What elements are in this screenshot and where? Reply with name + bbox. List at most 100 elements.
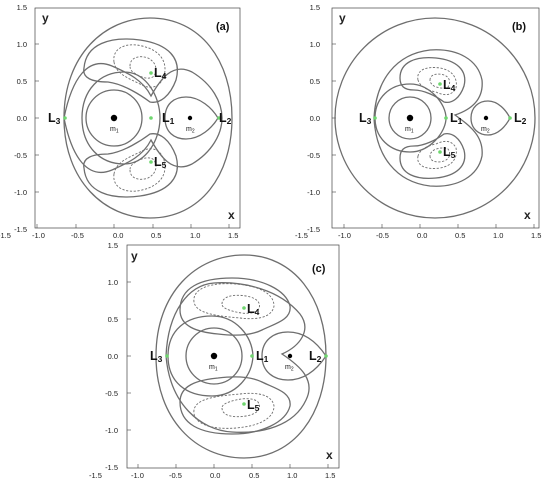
mass-label: m1	[110, 126, 119, 135]
ytick-label: 1.0	[108, 278, 118, 287]
secondary-mass	[187, 115, 193, 121]
lagrange-point-l5	[149, 160, 153, 164]
lagrange-label: L5	[247, 398, 260, 413]
ytick-label: -0.5	[307, 151, 320, 160]
secondary-mass	[287, 353, 293, 359]
lagrange-label: L1	[256, 349, 269, 364]
lagrange-point-l2	[508, 116, 512, 120]
lagrange-label: L2	[514, 111, 527, 126]
xtick-label: -0.5	[169, 471, 182, 480]
inner-contour-upper	[179, 277, 291, 336]
panel-c: -1.5 -1.0 -0.5 0.0 0.5 1.0 1.5 1.5 1.0 0…	[89, 241, 340, 480]
ytick-label: -0.5	[14, 151, 27, 160]
ytick-label: 1.5	[17, 3, 27, 12]
mass-label: m1	[209, 364, 218, 373]
xtick-label: -0.5	[376, 231, 389, 240]
mass-label: m2	[285, 364, 294, 373]
lagrange-point-l5	[438, 150, 442, 154]
panel-a-contours	[63, 17, 233, 219]
x-axis-label: x	[326, 448, 333, 462]
lagrange-label: L3	[150, 349, 163, 364]
lagrange-label: L4	[443, 78, 456, 93]
l5-dashed-contour-inner	[429, 147, 451, 163]
lagrange-label: L5	[154, 155, 167, 170]
outer-contour	[155, 254, 327, 459]
primary-mass	[406, 114, 414, 122]
xtick-label: -1.5	[0, 231, 11, 240]
ytick-label: 0.5	[310, 77, 320, 86]
l4-dashed-contour-inner	[129, 56, 157, 79]
lagrange-point-l3	[63, 116, 67, 120]
panel-c-ticks	[127, 281, 329, 468]
ytick-label: 1.5	[310, 3, 320, 12]
l5-dashed-contour-outer	[193, 392, 275, 429]
y-axis-label: y	[339, 11, 346, 25]
ytick-label: 0.0	[310, 114, 320, 123]
panel-a-ticks	[35, 43, 230, 228]
ytick-label: 0.5	[17, 77, 27, 86]
lagrange-label: L3	[48, 111, 61, 126]
inner-contour-upper	[399, 56, 466, 104]
lagrange-point-l2	[217, 116, 221, 120]
ytick-label: -0.5	[105, 389, 118, 398]
lagrange-label: L2	[219, 111, 232, 126]
lagrange-point-l2	[324, 354, 328, 358]
xtick-label: 1.0	[190, 231, 200, 240]
inner-contour-lower	[179, 376, 291, 435]
lagrange-label: L4	[247, 302, 260, 317]
ytick-label: -1.5	[307, 225, 320, 234]
horseshoe-contour	[63, 63, 223, 173]
y-axis-label: y	[42, 11, 49, 25]
primary-mass	[210, 352, 218, 360]
lagrange-point-l4	[242, 306, 246, 310]
panel-a-ytick-labels: 1.5 1.0 0.5 0.0 -0.5 -1.0 -1.5	[14, 3, 27, 234]
ytick-label: 1.5	[108, 241, 118, 250]
panel-c-ytick-labels: 1.5 1.0 0.5 0.0 -0.5 -1.0 -1.5	[105, 241, 118, 472]
xtick-label: 1.0	[493, 231, 503, 240]
secondary-mass	[483, 115, 489, 121]
l4-dashed-contour-outer	[113, 44, 166, 88]
lagrange-point-l3	[165, 354, 169, 358]
xtick-label: -1.0	[32, 231, 45, 240]
horseshoe-contour	[373, 49, 483, 187]
mass-label: m2	[481, 126, 490, 135]
l4-dashed-contour-inner	[429, 73, 451, 89]
xtick-label: 1.5	[228, 231, 238, 240]
panel-c-contours	[155, 254, 327, 459]
ytick-label: 1.0	[17, 40, 27, 49]
panel-b-ytick-labels: 1.5 1.0 0.5 0.0 -0.5 -1.0 -1.5	[307, 3, 320, 234]
l4-dashed-contour-inner	[221, 294, 260, 314]
xtick-label: -1.5	[89, 471, 102, 480]
outer-contour	[63, 17, 233, 219]
ytick-label: 0.0	[108, 352, 118, 361]
outer-contour	[334, 17, 536, 219]
ytick-label: 0.0	[17, 114, 27, 123]
ytick-label: -1.0	[307, 188, 320, 197]
panel-b-ticks	[332, 43, 535, 228]
panel-tag: (c)	[312, 263, 326, 275]
panel-tag: (b)	[512, 21, 526, 33]
lagrange-point-l1	[250, 354, 254, 358]
xtick-label: 0.0	[210, 471, 220, 480]
panel-c-xtick-labels: -1.5 -1.0 -0.5 0.0 0.5 1.0 1.5	[89, 471, 335, 480]
inner-contour-lower	[83, 133, 178, 198]
lagrange-point-l5	[242, 402, 246, 406]
panel-c-frame	[126, 244, 340, 469]
inner-contour-upper	[83, 38, 178, 103]
panel-b: -1.5 -1.0 -0.5 0.0 0.5 1.0 1.5 1.5 1.0 0…	[295, 3, 541, 240]
lagrange-label: L3	[359, 111, 372, 126]
l5-dashed-contour-inner	[129, 157, 157, 180]
xtick-label: 0.5	[151, 231, 161, 240]
lagrange-point-l1	[149, 116, 153, 120]
xtick-label: 0.5	[249, 471, 259, 480]
xtick-label: -1.0	[131, 471, 144, 480]
primary-mass	[110, 114, 118, 122]
xtick-label: -1.5	[295, 231, 308, 240]
mass-label: m2	[186, 126, 195, 135]
xtick-label: -1.0	[338, 231, 351, 240]
xtick-label: -0.5	[71, 231, 84, 240]
lagrange-label: L2	[309, 349, 322, 364]
xtick-label: 0.5	[455, 231, 465, 240]
ytick-label: 1.0	[310, 40, 320, 49]
